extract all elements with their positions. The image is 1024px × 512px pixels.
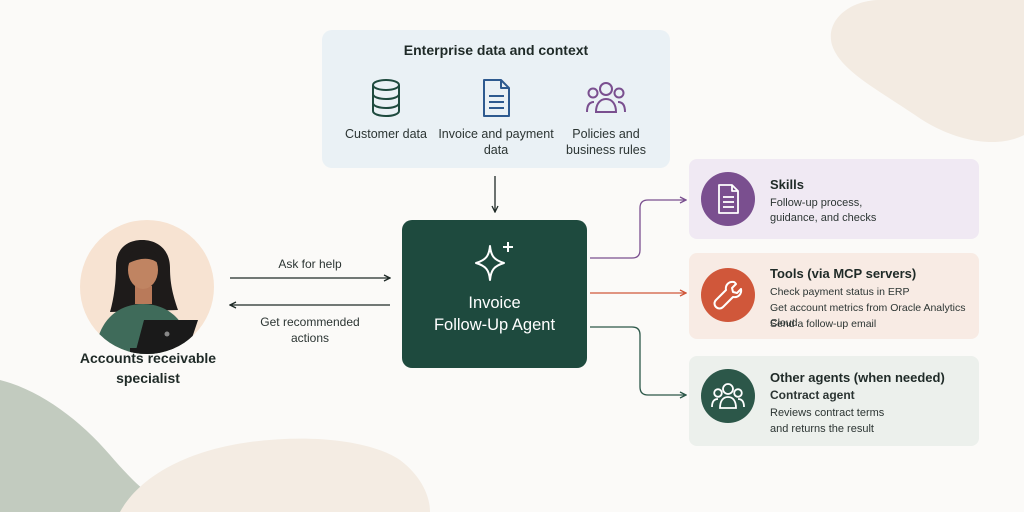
sparkle-icon xyxy=(474,242,513,281)
background-shape-bottom-left xyxy=(0,380,180,512)
tools-card: Tools (via MCP servers) Check payment st… xyxy=(689,253,979,339)
person-avatar xyxy=(80,220,214,354)
tools-icon-circle xyxy=(701,268,755,322)
other-agents-subtitle: Contract agent xyxy=(770,388,855,402)
tools-line: Check payment status in ERP xyxy=(770,286,910,298)
agent-title-line2: Follow-Up Agent xyxy=(433,316,556,334)
other-agents-line: Reviews contract terms xyxy=(770,407,885,419)
agent-title-line1: Invoice xyxy=(468,294,521,312)
person-label-line2: specialist xyxy=(116,370,180,386)
recommended-actions-line1: Get recommended xyxy=(260,315,360,329)
people-icon xyxy=(586,82,626,113)
tools-title: Tools (via MCP servers) xyxy=(770,266,917,281)
people-icon xyxy=(711,383,745,409)
skills-icon-circle xyxy=(701,172,755,226)
enterprise-item-policies: Policies and business rules xyxy=(548,78,664,158)
enterprise-item-label: Policies and business rules xyxy=(566,127,646,157)
enterprise-item-label: Customer data xyxy=(345,127,427,141)
connector-to-skills xyxy=(590,200,686,259)
other-agents-title: Other agents (when needed) xyxy=(770,370,945,385)
tools-line: Get account metrics from Oracle Analytic… xyxy=(770,302,966,329)
enterprise-item-label: Invoice and payment data xyxy=(438,127,554,157)
person-label: Accounts receivable specialist xyxy=(60,348,236,388)
other-agents-line: and returns the result xyxy=(770,423,874,435)
person-label-line1: Accounts receivable xyxy=(79,350,217,366)
document-icon xyxy=(483,79,510,117)
database-icon xyxy=(372,79,400,118)
skills-card: Skills Follow-up process, guidance, and … xyxy=(689,159,979,239)
other-agents-card: Other agents (when needed) Contract agen… xyxy=(689,356,979,446)
enterprise-item-invoice-data: Invoice and payment data xyxy=(438,78,554,158)
background-shape-bottom-center xyxy=(120,438,430,512)
skills-line: Follow-up process, xyxy=(770,197,863,209)
recommended-actions-label: Get recommended actions xyxy=(232,314,388,346)
tools-line: Send a follow-up email xyxy=(770,318,877,330)
skills-title: Skills xyxy=(770,177,804,192)
enterprise-data-panel: Enterprise data and context Customer dat… xyxy=(322,30,670,168)
other-agents-icon-circle xyxy=(701,369,755,423)
person-illustration xyxy=(96,240,202,354)
invoice-follow-up-agent-box: Invoice Follow-Up Agent xyxy=(402,220,587,368)
enterprise-item-customer-data: Customer data xyxy=(328,78,444,142)
ask-for-help-label: Ask for help xyxy=(278,257,342,271)
enterprise-panel-title: Enterprise data and context xyxy=(403,42,589,58)
recommended-actions-line2: actions xyxy=(290,331,330,345)
wrench-icon xyxy=(713,280,743,310)
document-icon xyxy=(718,184,739,214)
skills-line: guidance, and checks xyxy=(770,212,877,224)
connector-to-other-agents xyxy=(590,326,686,395)
background-shape-top-right xyxy=(830,0,1024,143)
